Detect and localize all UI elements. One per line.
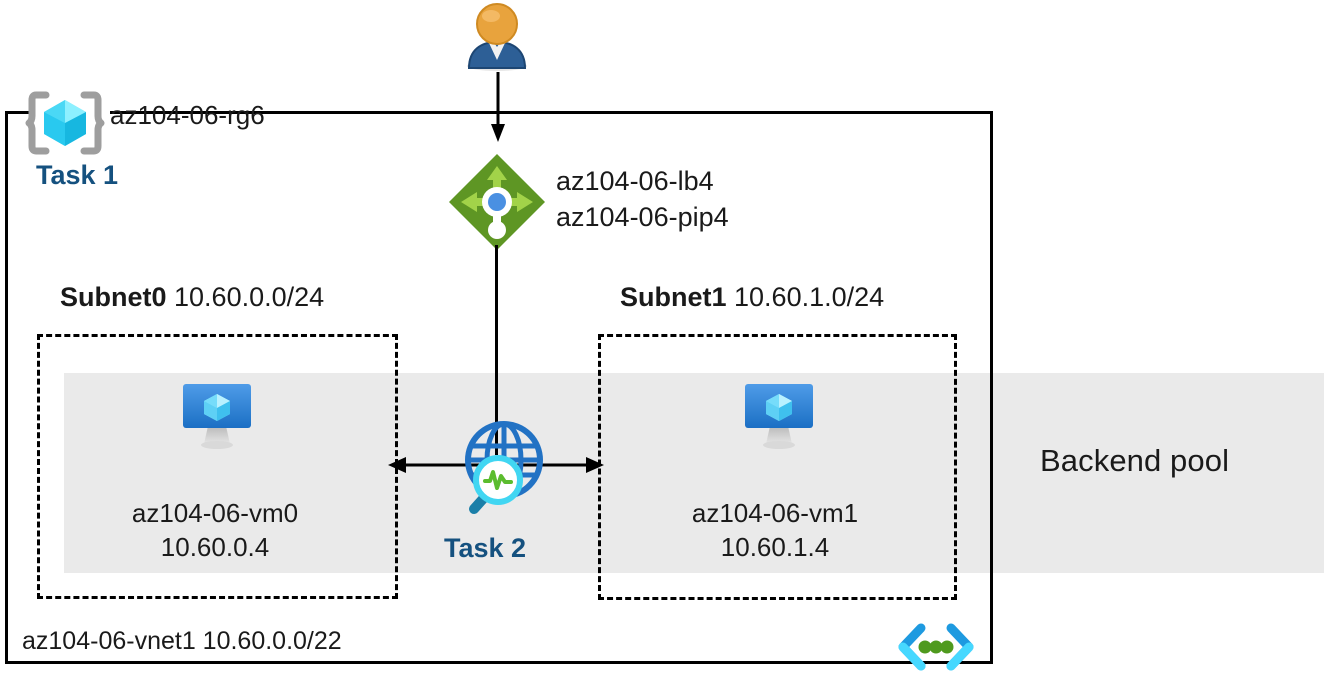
vm1-ip: 10.60.1.4 [720, 531, 830, 562]
resource-group-border-top-right [110, 111, 993, 114]
subnet0-cidr: 10.60.0.0/24 [174, 282, 325, 312]
subnet1-name: Subnet1 [620, 282, 735, 312]
vm0-ip: 10.60.0.4 [160, 531, 270, 562]
vm0-labels: az104-06-vm0 10.60.0.4 [60, 497, 370, 565]
resource-group-border-bottom [5, 661, 993, 664]
vm1-name: az104-06-vm1 [691, 498, 859, 528]
task-1-label: Task 1 [36, 160, 119, 190]
subnet0-name: Subnet0 [60, 282, 175, 312]
vm0-name: az104-06-vm0 [131, 498, 299, 528]
load-balancer-icon [447, 152, 547, 252]
load-balancer-connector-line [495, 245, 498, 455]
virtual-machine-icon [178, 380, 256, 452]
backend-pool-label: Backend pool [1040, 443, 1230, 478]
user-icon [461, 2, 533, 74]
vm1-labels: az104-06-vm1 10.60.1.4 [620, 497, 930, 565]
virtual-network-icon [895, 623, 977, 671]
task-2-label: Task 2 [444, 533, 527, 563]
resource-group-label: az104-06-rg6 [110, 100, 265, 130]
network-watcher-globe-icon [458, 420, 548, 516]
user-to-load-balancer-arrow [489, 72, 507, 142]
vnet-label: az104-06-vnet1 10.60.0.0/22 [22, 627, 342, 655]
public-ip-name: az104-06-pip4 [556, 201, 729, 232]
resource-group-border-right [990, 111, 993, 664]
subnet0-header: Subnet0 10.60.0.0/24 [60, 282, 324, 313]
resource-group-border-top-left [5, 111, 32, 114]
load-balancer-labels: az104-06-lb4 az104-06-pip4 [556, 164, 729, 235]
subnet1-cidr: 10.60.1.0/24 [734, 282, 885, 312]
backend-pool-band [64, 373, 1324, 573]
resource-group-cube-icon [25, 91, 105, 155]
subnet1-header: Subnet1 10.60.1.0/24 [620, 282, 884, 313]
load-balancer-name: az104-06-lb4 [556, 166, 714, 196]
resource-group-border-left [5, 111, 8, 664]
virtual-machine-icon [740, 380, 818, 452]
